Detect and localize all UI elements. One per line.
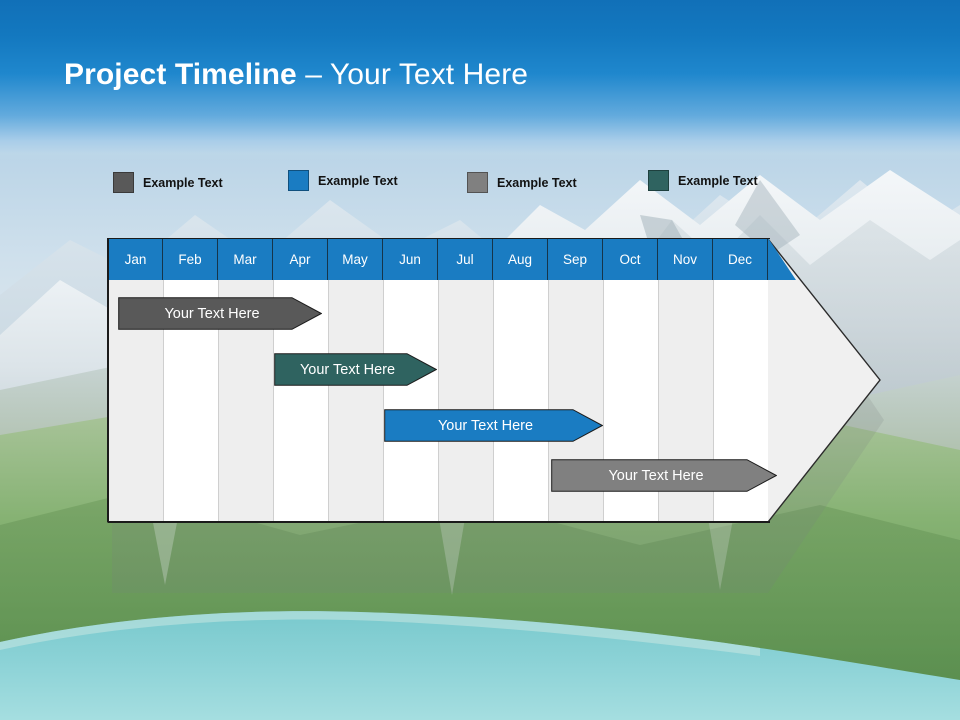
- timeline-column-mar: [218, 238, 273, 522]
- gridline-10: [658, 280, 659, 521]
- gridline-9: [603, 280, 604, 521]
- gridline-1: [163, 280, 164, 521]
- legend-swatch-4: [648, 170, 669, 191]
- month-header-jun[interactable]: Jun: [383, 238, 438, 280]
- timeline-column-aug: [493, 238, 548, 522]
- month-header-feb[interactable]: Feb: [163, 238, 218, 280]
- background-lake: [0, 611, 960, 720]
- month-header-oct[interactable]: Oct: [603, 238, 658, 280]
- task-bar-label-1: Your Text Here: [164, 305, 260, 322]
- task-bar-shape-1: [118, 297, 322, 330]
- legend-swatch-2: [288, 170, 309, 191]
- gridline-5: [383, 280, 384, 521]
- gridline-8: [548, 280, 549, 521]
- gridline-3: [273, 280, 274, 521]
- task-bar-3[interactable]: Your Text Here: [384, 409, 603, 442]
- legend-label-2: Example Text: [318, 173, 398, 188]
- timeline-column-jul: [438, 238, 493, 522]
- task-bar-shape-3: [384, 409, 603, 442]
- legend-swatch-1: [113, 172, 134, 193]
- task-bar-4[interactable]: Your Text Here: [551, 459, 777, 492]
- month-header-may[interactable]: May: [328, 238, 383, 280]
- page-title-bold: Project Timeline: [64, 58, 297, 91]
- task-bar-label-2: Your Text Here: [299, 361, 396, 378]
- legend-item-3: Example Text: [467, 172, 577, 193]
- task-bar-shape-2: [274, 353, 437, 386]
- gridline-11: [713, 280, 714, 521]
- timeline-column-jan: [108, 238, 163, 522]
- page-title-rest: – Your Text Here: [296, 58, 529, 91]
- timeline-border-left: [107, 238, 109, 522]
- legend-label-1: Example Text: [143, 175, 223, 190]
- legend-item-1: Example Text: [113, 172, 223, 193]
- legend-swatch-3: [467, 172, 488, 193]
- legend-item-2: Example Text: [288, 170, 398, 191]
- task-bar-shape-4: [551, 459, 777, 492]
- month-header-dec[interactable]: Dec: [713, 238, 768, 280]
- page-title: Project Timeline – Your Text Here: [64, 58, 528, 92]
- month-header-jul[interactable]: Jul: [438, 238, 493, 280]
- legend-label-4: Example Text: [678, 173, 758, 188]
- task-bar-label-4: Your Text Here: [608, 467, 704, 484]
- gridline-7: [493, 280, 494, 521]
- gridline-6: [438, 280, 439, 521]
- timeline-border-bottom: [108, 521, 770, 523]
- month-header-apr[interactable]: Apr: [273, 238, 328, 280]
- month-header-aug[interactable]: Aug: [493, 238, 548, 280]
- task-bar-2[interactable]: Your Text Here: [274, 353, 437, 386]
- title-band: [0, 0, 960, 160]
- month-header-mar[interactable]: Mar: [218, 238, 273, 280]
- gridline-4: [328, 280, 329, 521]
- timeline-border-top: [108, 238, 770, 239]
- legend-label-3: Example Text: [497, 175, 577, 190]
- timeline-column-feb: [163, 238, 218, 522]
- task-bar-label-3: Your Text Here: [437, 417, 534, 434]
- month-header-sep[interactable]: Sep: [548, 238, 603, 280]
- gridline-2: [218, 280, 219, 521]
- month-header-jan[interactable]: Jan: [108, 238, 163, 280]
- task-bar-1[interactable]: Your Text Here: [118, 297, 322, 330]
- legend-item-4: Example Text: [648, 170, 758, 191]
- month-header-nov[interactable]: Nov: [658, 238, 713, 280]
